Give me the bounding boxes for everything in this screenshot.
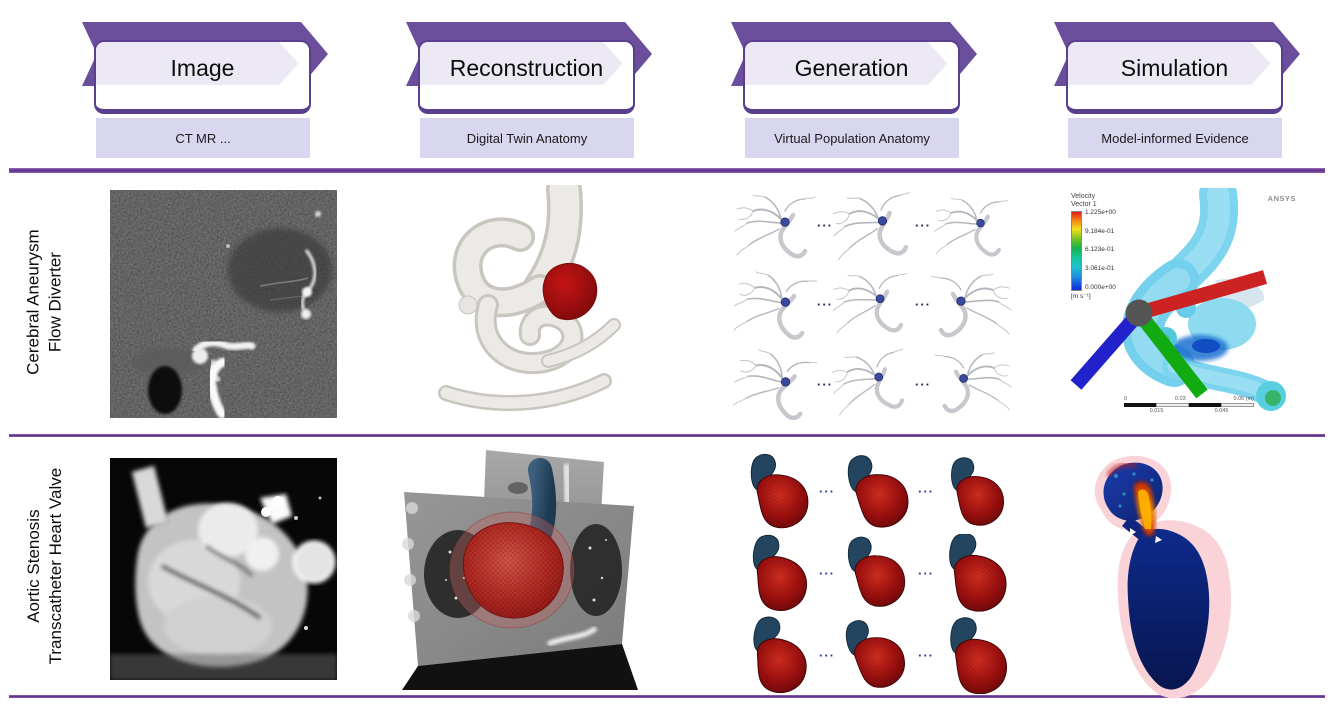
ellipsis: ··· xyxy=(819,647,835,663)
generated-heart-3 xyxy=(931,450,1017,532)
ct-angiography-image xyxy=(110,190,337,418)
stage-simulation-subtitle: Model-informed Evidence xyxy=(1068,118,1282,158)
generated-vessel-9 xyxy=(929,345,1013,424)
stage-image-subtitle: CT MR ... xyxy=(96,118,310,158)
generated-vessel-2 xyxy=(831,186,915,265)
separator-middle xyxy=(9,434,1325,437)
generated-vessel-1 xyxy=(733,186,817,265)
legend-value: 1.225e+00 xyxy=(1085,209,1116,217)
stage-simulation-box: Simulation xyxy=(1066,40,1283,114)
stage-generation-box: Generation xyxy=(743,40,960,114)
generated-heart-5 xyxy=(832,532,918,614)
stage-reconstruction-box: Reconstruction xyxy=(418,40,635,114)
stage-image: Image CT MR ... xyxy=(82,14,328,160)
row2-label-line1: Aortic Stenosis xyxy=(23,509,43,623)
ellipsis: ··· xyxy=(819,565,835,581)
stage-simulation: Simulation Model-informed Evidence xyxy=(1054,14,1300,160)
vessel-reconstruction-image xyxy=(428,185,628,417)
generated-heart-9 xyxy=(931,614,1017,696)
ellipsis: ··· xyxy=(918,483,934,499)
ellipsis: ··· xyxy=(819,483,835,499)
legend-value: 3.061e-01 xyxy=(1085,264,1115,272)
scale-label: 0.06 (m) xyxy=(1233,396,1254,402)
stage-reconstruction-subtitle: Digital Twin Anatomy xyxy=(420,118,634,158)
ellipsis: ··· xyxy=(915,297,931,313)
velocity-legend: Velocity Vector 1 1.225e+00 9.184e-01 6.… xyxy=(1071,193,1116,301)
generated-heart-6 xyxy=(931,532,1017,614)
scale-sublabel: 0.015 xyxy=(1149,408,1164,414)
generated-heart-8 xyxy=(832,614,918,696)
row1-label-line1: Cerebral Aneurysm xyxy=(23,229,43,375)
row1-label: Cerebral Aneurysm Flow Diverter xyxy=(10,178,80,426)
generated-vessel-7 xyxy=(733,345,817,424)
generated-heart-1 xyxy=(733,450,819,532)
generated-vessel-3 xyxy=(929,186,1013,265)
legend-title-line1: Velocity xyxy=(1071,193,1096,200)
generated-vessel-8 xyxy=(831,345,915,424)
stage-image-box: Image xyxy=(94,40,311,114)
legend-units: [m s⁻¹] xyxy=(1071,293,1091,301)
row2-label-line2: Transcatheter Heart Valve xyxy=(46,467,65,665)
axis-triad-icon xyxy=(1070,270,1267,399)
generated-vessel-grid: ··· ··· ··· ··· ··· ··· xyxy=(733,186,1013,424)
ellipsis: ··· xyxy=(918,647,934,663)
colorbar xyxy=(1071,211,1082,292)
row1-label-line2: Flow Diverter xyxy=(46,251,66,353)
generated-heart-7 xyxy=(733,614,819,696)
ellipsis: ··· xyxy=(915,376,931,392)
stage-generation: Generation Virtual Population Anatomy xyxy=(731,14,977,160)
heart-flow-simulation-image xyxy=(1072,446,1278,704)
legend-value: 9.184e-01 xyxy=(1085,227,1115,235)
generated-heart-4 xyxy=(733,532,819,614)
stage-reconstruction: Reconstruction Digital Twin Anatomy xyxy=(406,14,652,160)
cardiac-ct-image xyxy=(110,458,337,680)
generated-vessel-6 xyxy=(929,265,1013,344)
stage-simulation-label: Simulation xyxy=(1120,55,1229,81)
legend-title-line2: Vector 1 xyxy=(1071,201,1097,209)
row2-label: Aortic Stenosis Transcatheter Heart Valv… xyxy=(10,440,80,692)
separator-top xyxy=(9,168,1325,173)
stage-image-label: Image xyxy=(170,55,235,81)
generated-heart-2 xyxy=(832,450,918,532)
generated-vessel-5 xyxy=(831,265,915,344)
scale-bar: 0 0.03 0.06 (m) 0.015 0.045 xyxy=(1124,396,1254,414)
scale-label: 0.03 xyxy=(1174,396,1186,402)
stage-generation-label: Generation xyxy=(794,55,909,81)
separator-bottom xyxy=(9,695,1325,698)
scale-sublabel: 0.045 xyxy=(1214,408,1229,414)
ellipsis: ··· xyxy=(817,218,833,234)
stage-generation-subtitle: Virtual Population Anatomy xyxy=(745,118,959,158)
heart-reconstruction-image xyxy=(398,448,650,690)
generated-heart-grid: ··· ··· ··· ··· ··· ··· xyxy=(733,450,1017,696)
legend-value: 6.123e-01 xyxy=(1085,246,1115,254)
legend-value: 0.000e+00 xyxy=(1085,283,1116,291)
ansys-logo: ANSYS xyxy=(1267,194,1296,203)
ellipsis: ··· xyxy=(918,565,934,581)
ellipsis: ··· xyxy=(817,297,833,313)
stage-reconstruction-label: Reconstruction xyxy=(449,55,604,81)
ellipsis: ··· xyxy=(915,218,931,234)
generated-vessel-4 xyxy=(733,265,817,344)
scale-label: 0 xyxy=(1124,396,1128,402)
cfd-simulation-image: Velocity Vector 1 1.225e+00 9.184e-01 6.… xyxy=(1066,188,1302,422)
ellipsis: ··· xyxy=(817,376,833,392)
